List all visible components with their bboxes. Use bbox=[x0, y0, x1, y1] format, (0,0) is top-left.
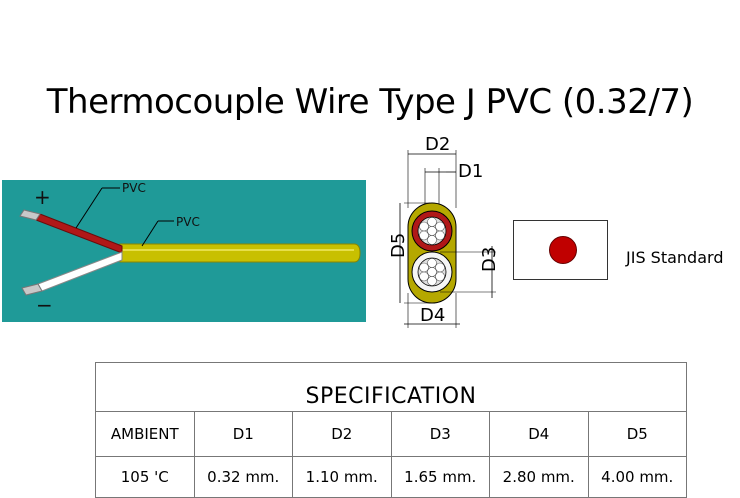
column-header: D3 bbox=[390, 411, 490, 457]
specification-table: SPECIFICATION AMBIENT D1 D2 D3 D4 D5 105… bbox=[95, 362, 687, 498]
table-cell: 4.00 mm. bbox=[587, 456, 687, 498]
negative-conductor bbox=[21, 283, 43, 296]
negative-wire bbox=[37, 251, 123, 292]
table-cell: 1.10 mm. bbox=[292, 456, 392, 498]
conductor-insulation-label: PVC bbox=[122, 181, 146, 195]
positive-conductor bbox=[19, 209, 41, 221]
d2-label: D2 bbox=[425, 134, 450, 155]
page-title: Thermocouple Wire Type J PVC (0.32/7) bbox=[46, 82, 694, 122]
jacket-shape bbox=[119, 243, 361, 263]
table-cell: 2.80 mm. bbox=[489, 456, 589, 498]
column-header: D1 bbox=[193, 411, 293, 457]
table-cell: 0.32 mm. bbox=[193, 456, 293, 498]
positive-symbol: + bbox=[34, 185, 51, 209]
d1-label: D1 bbox=[458, 161, 483, 182]
table-cell: 105 'C bbox=[95, 456, 195, 498]
jis-standard-label: JIS Standard bbox=[626, 248, 724, 267]
cross-section-drawing: D2 D1 D5 D3 D4 bbox=[370, 128, 504, 339]
column-header: D5 bbox=[587, 411, 687, 457]
d3-label: D3 bbox=[479, 247, 500, 272]
jis-color-code bbox=[513, 220, 608, 280]
jis-red-dot bbox=[549, 236, 577, 264]
specification-heading: SPECIFICATION bbox=[95, 362, 687, 412]
d4-label: D4 bbox=[420, 305, 445, 326]
column-header: AMBIENT bbox=[95, 411, 195, 457]
d5-label: D5 bbox=[388, 233, 409, 258]
wire-illustration: PVC PVC + − bbox=[2, 180, 366, 322]
jacket-label: PVC bbox=[176, 215, 200, 229]
negative-symbol: − bbox=[36, 293, 53, 317]
positive-wire bbox=[35, 213, 123, 254]
column-header: D4 bbox=[489, 411, 589, 457]
column-header: D2 bbox=[292, 411, 392, 457]
table-cell: 1.65 mm. bbox=[390, 456, 490, 498]
